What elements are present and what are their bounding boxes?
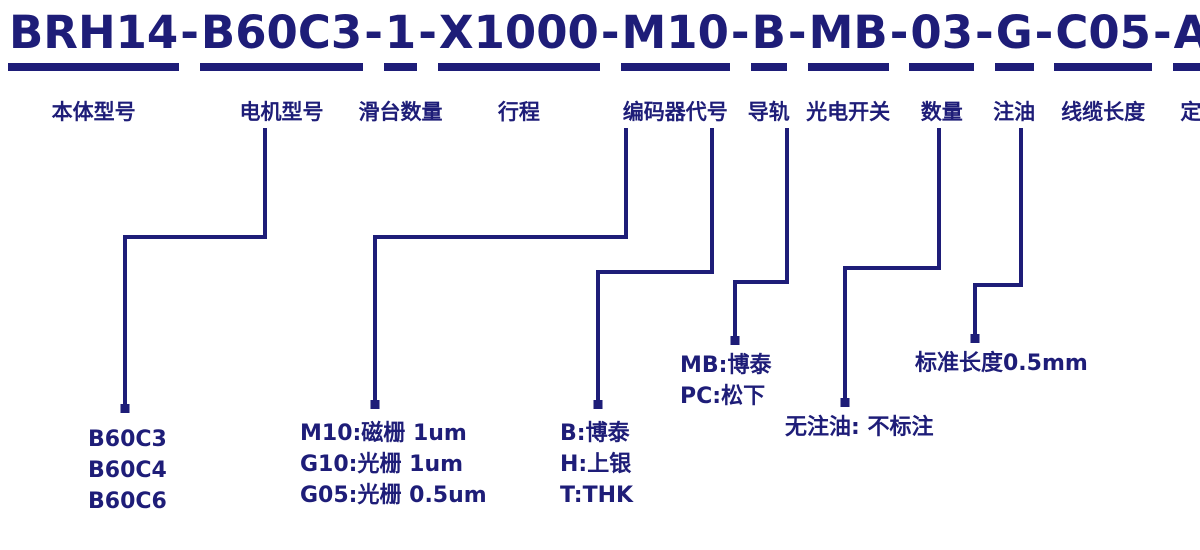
code-separator: - — [600, 6, 620, 59]
segment-label: 导轨 — [747, 100, 790, 124]
segment-oil: G 注油 — [993, 10, 1035, 124]
code-separator: - — [889, 6, 909, 59]
segment-code: C05 — [1054, 10, 1152, 71]
segment-encoder-code: M10 编码器代号 — [620, 10, 730, 124]
code-separator: - — [1034, 6, 1054, 59]
oil-note: 无注油: 不标注 — [785, 415, 934, 440]
code-separator: - — [787, 6, 807, 59]
segment-motor-model: B60C3 电机型号 — [199, 10, 364, 124]
segment-label: 本体型号 — [51, 100, 136, 124]
segment-code: B60C3 — [199, 10, 364, 71]
option-item: T:THK — [560, 483, 634, 508]
code-separator: - — [730, 6, 750, 59]
segment-quantity: 03 数量 — [909, 10, 975, 124]
switch-options-list: MB:博泰 PC:松下 — [680, 350, 771, 412]
segment-code: MB — [807, 10, 889, 71]
option-item: G10:光栅 1um — [300, 452, 464, 477]
segment-code: X1000 — [437, 10, 600, 71]
connector-cable-length — [973, 128, 1023, 338]
segment-label: 光电开关 — [806, 100, 891, 124]
option-item: B:博泰 — [560, 421, 630, 446]
code-separator: - — [1152, 6, 1172, 59]
segment-label: 定制代号 — [1180, 100, 1200, 124]
encoder-options-list: M10:磁栅 1um G10:光栅 1um G05:光栅 0.5um — [300, 418, 487, 511]
segment-rail: B 导轨 — [748, 10, 790, 124]
option-item: PC:松下 — [680, 384, 766, 409]
segment-body-model: BRH14 本体型号 — [8, 10, 180, 124]
option-item: B60C4 — [88, 458, 167, 483]
segment-code: 03 — [909, 10, 975, 71]
option-item: M10:磁栅 1um — [300, 421, 467, 446]
rail-options-list: B:博泰 H:上银 T:THK — [560, 418, 633, 511]
segment-label: 数量 — [920, 100, 963, 124]
connector-endpoint-rail — [593, 400, 603, 409]
motor-options-list: B60C3 B60C4 B60C6 — [88, 424, 167, 517]
cable-note: 标准长度0.5mm — [915, 351, 1088, 376]
segment-slide-count: 1 滑台数量 — [359, 10, 443, 124]
connector-endpoint-switch — [730, 336, 740, 345]
option-item: B60C6 — [88, 489, 167, 514]
connector-endpoint-motor — [120, 404, 130, 413]
option-item: H:上银 — [560, 452, 632, 477]
option-item: B60C3 — [88, 427, 167, 452]
segment-code: 1 — [383, 10, 418, 71]
connector-endpoint-oil — [840, 398, 850, 407]
connector-endpoint-cable — [970, 334, 980, 343]
option-item: G05:光栅 0.5um — [300, 483, 487, 508]
code-separator: - — [180, 6, 199, 59]
option-item: MB:博泰 — [680, 353, 772, 378]
segment-code: BRH14 — [8, 10, 180, 71]
connector-photo-switch — [733, 128, 789, 340]
segment-code: B — [750, 10, 787, 71]
code-separator: - — [418, 6, 437, 59]
segment-label: 滑台数量 — [358, 100, 443, 124]
segment-photo-switch: MB 光电开关 — [806, 10, 890, 124]
connector-encoder-code — [373, 128, 628, 404]
segment-cable-length: C05 线缆长度 — [1054, 10, 1152, 124]
segment-code: G — [994, 10, 1034, 71]
code-separator: - — [975, 6, 994, 59]
segment-stroke: X1000 行程 — [437, 10, 600, 124]
connector-motor-model — [123, 128, 267, 408]
segment-label: 电机型号 — [239, 100, 324, 124]
segment-custom-code: A01 定制代号 — [1172, 10, 1200, 124]
segment-label: 行程 — [497, 100, 540, 124]
segment-label: 线缆长度 — [1061, 100, 1146, 124]
segment-label: 编码器代号 — [622, 100, 728, 124]
code-separator: - — [364, 6, 383, 59]
segment-code: M10 — [620, 10, 730, 71]
model-code: BRH14 本体型号 - B60C3 电机型号 - 1 滑台数量 - X1000… — [8, 6, 1200, 124]
segment-label: 注油 — [993, 100, 1036, 124]
connector-endpoint-encoder — [370, 400, 380, 409]
segment-code: A01 — [1172, 10, 1200, 71]
